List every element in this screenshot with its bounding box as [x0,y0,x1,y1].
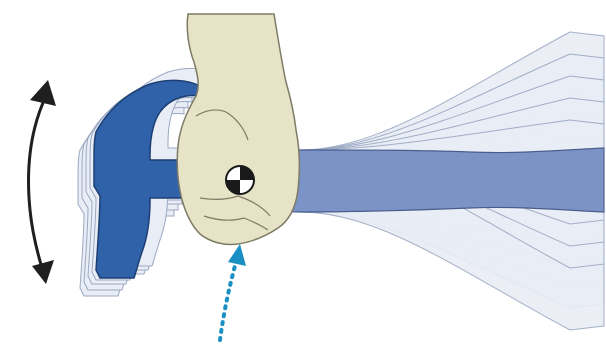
gloved-hand [177,14,299,245]
dotted-up-arrow-icon [220,244,246,340]
center-of-mass-marker-icon [226,166,254,194]
double-headed-curved-arrow-icon [29,80,56,284]
